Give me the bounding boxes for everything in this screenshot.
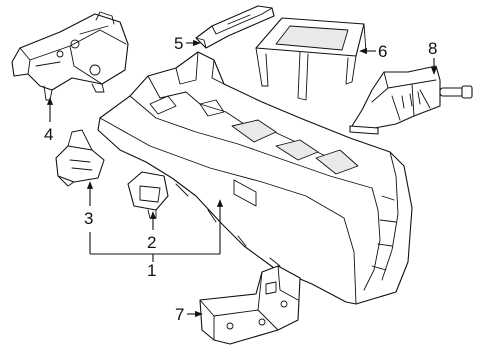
- callout-labels: 1 2 3 4 5 6 7 8: [44, 34, 437, 324]
- part-8-hinge-assembly: [349, 65, 473, 135]
- callout-7: 7: [175, 305, 184, 324]
- callout-6: 6: [378, 42, 387, 61]
- callout-3: 3: [84, 209, 93, 228]
- part-5-trim-strip: [195, 5, 275, 49]
- part-6-cupholder-frame: [255, 17, 367, 101]
- callout-4: 4: [44, 125, 53, 144]
- callout-8: 8: [428, 39, 437, 58]
- part-2-small-switch: [127, 171, 169, 219]
- part-7-lower-bracket: [199, 265, 301, 345]
- callout-2: 2: [147, 233, 156, 252]
- part-3-switch-bracket: [55, 129, 105, 187]
- callout-1: 1: [147, 261, 156, 280]
- part-1-console-body: [97, 51, 413, 305]
- leader-lines: [46, 39, 438, 318]
- callout-5: 5: [174, 34, 183, 53]
- part-4-bracket: [11, 11, 129, 101]
